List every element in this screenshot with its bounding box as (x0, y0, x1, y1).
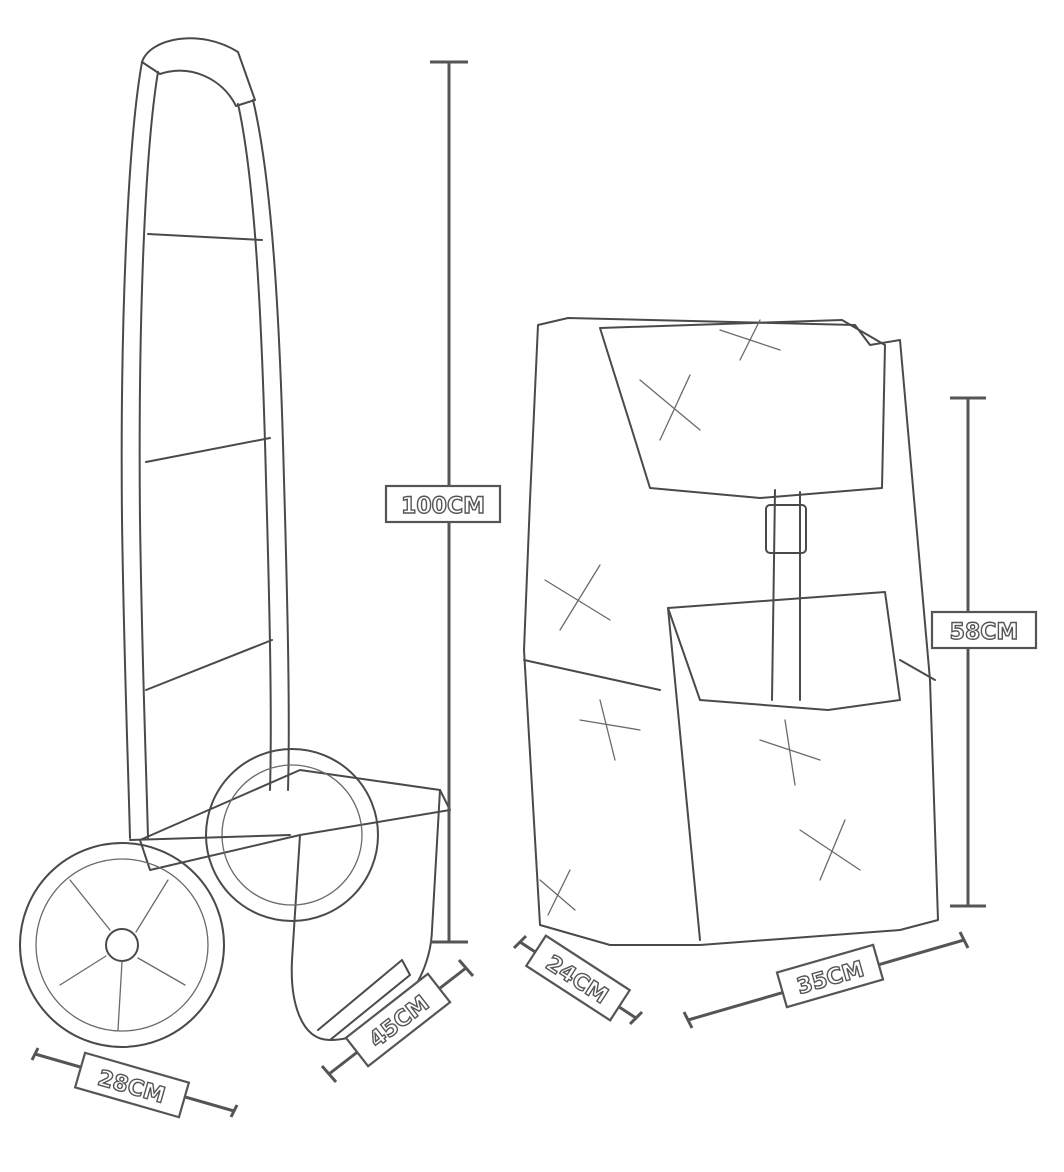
axle (129, 834, 291, 841)
front-wheel-rim (35, 858, 209, 1032)
front-wheel (19, 842, 225, 1048)
base-foot (317, 959, 411, 1041)
front-pocket-flap (667, 591, 901, 711)
dimension-28cm: 28CM (30, 1047, 239, 1119)
shopping-trolley-frame (19, 37, 451, 1048)
buckle-icon (765, 504, 807, 554)
crossbar-1 (147, 233, 263, 241)
bag-flap (599, 319, 886, 499)
label-box-100cm (384, 484, 502, 524)
frame-left-tube-inner (138, 71, 159, 839)
label-box-24cm (524, 934, 632, 1022)
dimension-24cm: 24CM (512, 934, 644, 1026)
dimension-45cm: 45CM (320, 959, 475, 1083)
handle-grip (141, 37, 256, 107)
side-pocket (523, 659, 936, 691)
label-100cm: 100CM (401, 494, 485, 519)
label-box-28cm (73, 1051, 191, 1119)
dimension-58cm: 58CM (930, 396, 1038, 908)
dimension-35cm: 35CM (682, 931, 970, 1029)
bag-strap (771, 489, 801, 701)
front-pocket-side (667, 607, 701, 941)
base-leg (290, 789, 441, 1041)
frame-right-tube-inner (252, 99, 290, 791)
dimension-100cm: 100CM (384, 60, 502, 944)
front-wheel-spokes (59, 879, 186, 1031)
bag-print-pattern (539, 319, 861, 916)
bag-body (523, 317, 939, 946)
rear-wheel-rim (221, 764, 363, 906)
front-wheel-hub (105, 928, 139, 962)
label-box-58cm (930, 610, 1038, 650)
frame-right-tube (237, 103, 272, 791)
base-platform (139, 769, 451, 871)
rear-wheel (205, 748, 379, 922)
crossbar-2 (145, 437, 271, 463)
label-58cm: 58CM (950, 620, 1019, 645)
crossbar-3 (145, 639, 273, 691)
label-box-45cm (344, 972, 452, 1068)
frame-left-tube (120, 61, 143, 839)
label-box-35cm (775, 943, 885, 1009)
shopping-bag (523, 317, 939, 946)
